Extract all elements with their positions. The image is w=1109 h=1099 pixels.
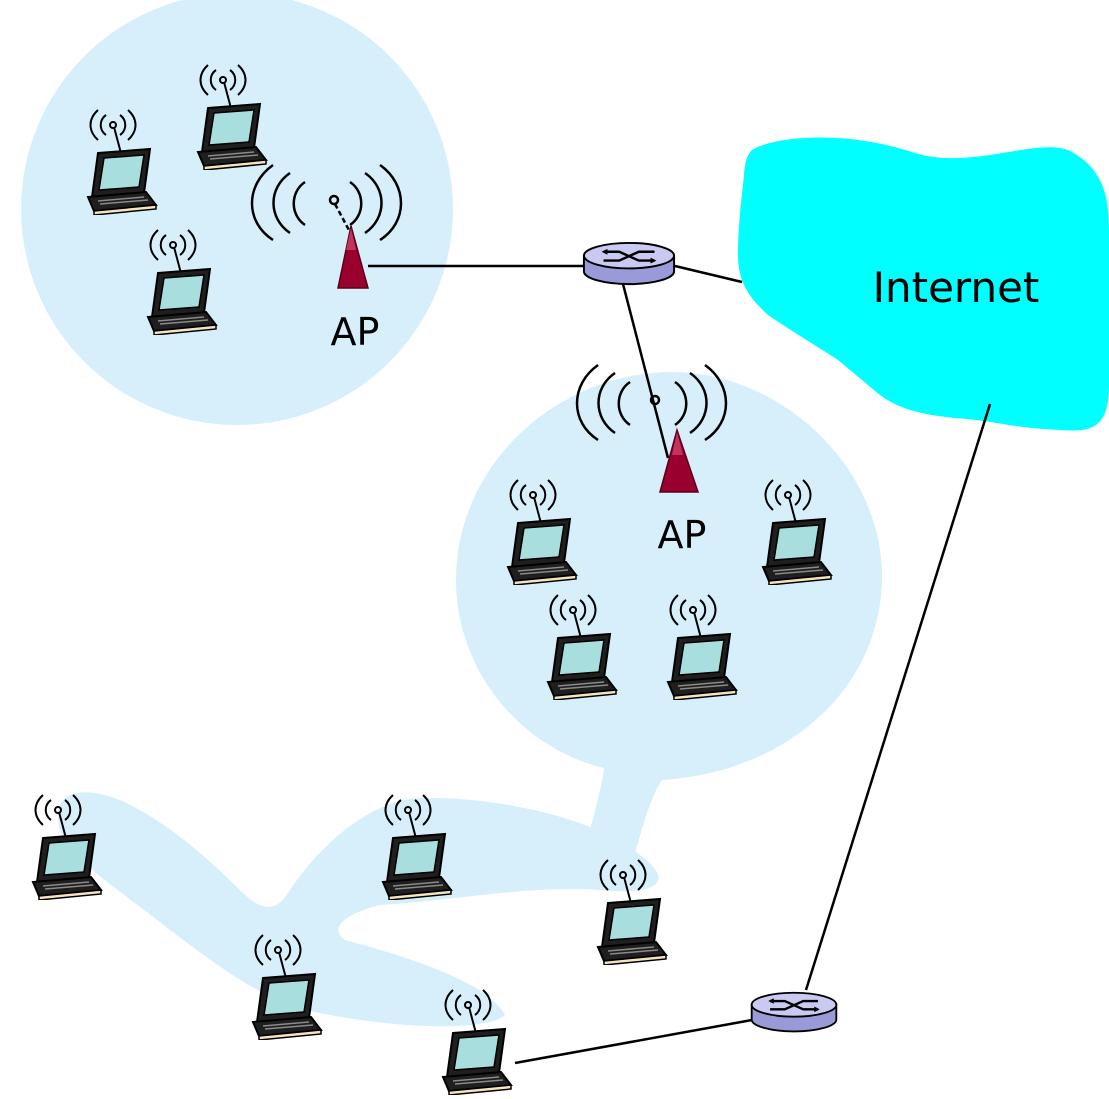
top-left-cell — [21, 0, 453, 425]
access-point-icon — [250, 163, 403, 289]
link-router-internet — [674, 264, 743, 284]
wifi-waves-icon — [250, 163, 403, 242]
link-router2-laptop — [514, 1018, 753, 1065]
middle-cell — [456, 372, 882, 868]
link-router-ap2 — [621, 283, 670, 459]
router-icon — [750, 991, 838, 1033]
access-point-icon — [575, 363, 728, 493]
wifi-waves-icon — [575, 363, 728, 442]
internet-cloud — [738, 137, 1109, 431]
internet-label: Internet — [873, 263, 1040, 312]
adhoc-region — [58, 792, 659, 1027]
ap-label-2: AP — [658, 513, 707, 557]
link-internet-router2 — [804, 403, 992, 991]
ap-label-1: AP — [331, 310, 380, 354]
router-icon — [582, 241, 676, 286]
network-links — [368, 264, 992, 1065]
